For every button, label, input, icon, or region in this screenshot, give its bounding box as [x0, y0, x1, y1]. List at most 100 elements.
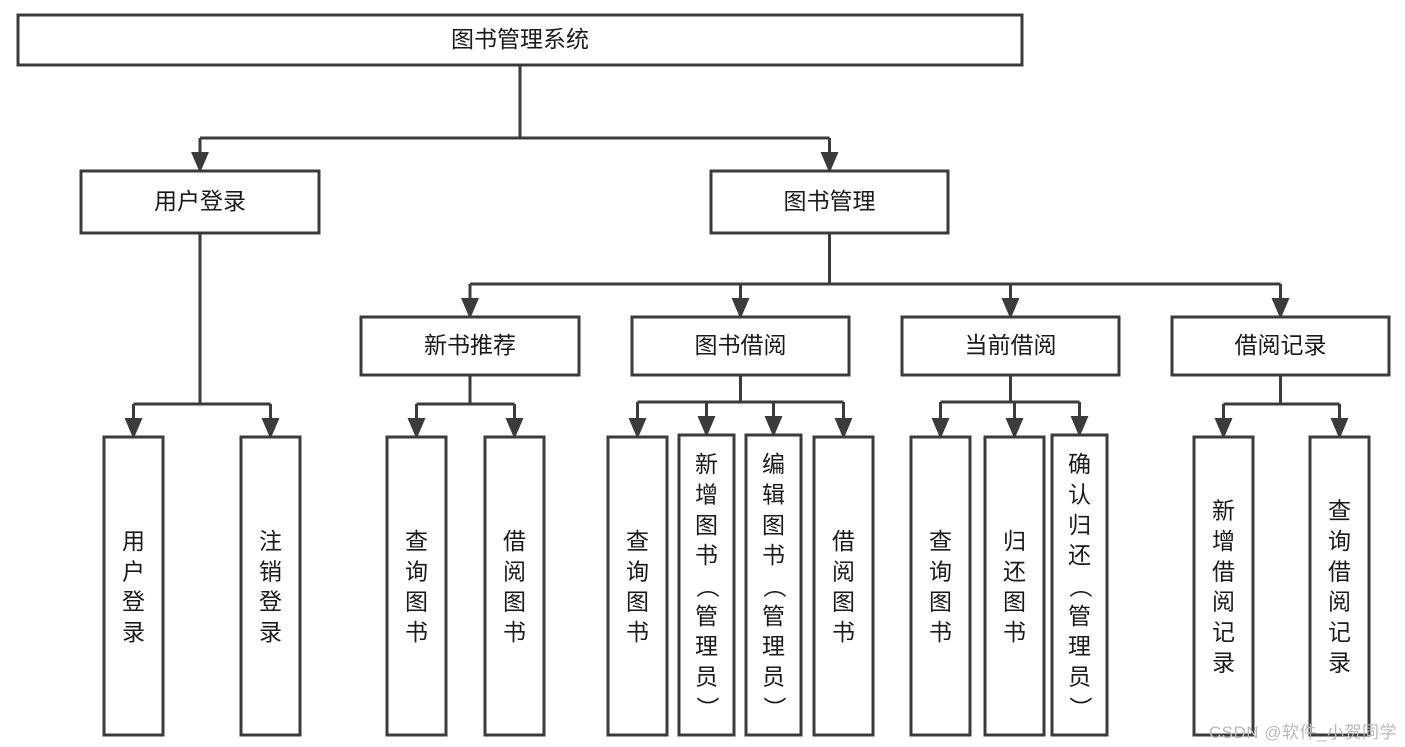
svg-text:新: 新 — [695, 451, 718, 477]
svg-text:图: 图 — [1003, 589, 1026, 615]
svg-text:用: 用 — [122, 528, 145, 554]
svg-text:询: 询 — [405, 558, 428, 584]
svg-text:还: 还 — [1003, 558, 1026, 584]
node-box — [359, 315, 581, 377]
node-box — [1192, 435, 1255, 737]
svg-text:新: 新 — [1212, 498, 1235, 524]
svg-text:询: 询 — [929, 558, 952, 584]
svg-text:借: 借 — [1328, 558, 1351, 584]
arrow-head-icon — [461, 298, 479, 319]
svg-text:阅: 阅 — [832, 558, 855, 584]
svg-text:图: 图 — [405, 589, 428, 615]
svg-text:增: 增 — [695, 481, 718, 507]
node-box — [909, 435, 972, 737]
svg-text:增: 增 — [1212, 528, 1235, 554]
arrow-head-icon — [261, 418, 280, 439]
arrow-head-icon — [1214, 418, 1233, 439]
arrow-head-icon — [505, 418, 524, 439]
svg-text:借: 借 — [503, 528, 526, 554]
node-book-borrow[interactable]: 图书借阅 — [630, 315, 851, 377]
svg-text:借: 借 — [832, 528, 855, 554]
node-borrow-record[interactable]: 借阅记录 — [1170, 315, 1391, 377]
node-box — [744, 433, 803, 737]
svg-text:查: 查 — [626, 528, 649, 554]
node-box — [606, 435, 669, 737]
svg-text:查: 查 — [929, 528, 952, 554]
connector-borrow-record-to-leaves — [1214, 375, 1349, 439]
svg-text:还: 还 — [1068, 542, 1091, 568]
svg-text:员: 员 — [762, 664, 785, 690]
svg-text:登: 登 — [122, 589, 145, 615]
svg-text:理: 理 — [695, 633, 718, 659]
node-box — [812, 435, 875, 737]
node-box — [385, 435, 448, 737]
node-box — [630, 315, 851, 377]
svg-text:阅: 阅 — [503, 558, 526, 584]
node-root[interactable]: 图书管理系统 — [16, 13, 1024, 67]
node-current-borrow[interactable]: 当前借阅 — [900, 315, 1121, 377]
svg-text:（: （ — [761, 575, 787, 598]
node-new-book-recommend[interactable]: 新书推荐 — [359, 315, 581, 377]
svg-text:）: ） — [761, 696, 787, 719]
connector-layer — [124, 65, 1349, 439]
node-box — [1170, 315, 1391, 377]
svg-text:登: 登 — [259, 589, 282, 615]
svg-text:编: 编 — [762, 451, 785, 477]
node-box — [483, 435, 546, 737]
node-box — [983, 435, 1046, 737]
svg-text:认: 认 — [1068, 481, 1091, 507]
arrow-head-icon — [191, 152, 209, 173]
svg-text:（: （ — [694, 575, 720, 598]
node-label: 新书推荐 — [424, 332, 516, 358]
node-user-login[interactable]: 用户登录 — [79, 169, 321, 235]
node-box — [1308, 435, 1371, 737]
svg-text:理: 理 — [1068, 633, 1091, 659]
node-label: 用户登录 — [154, 188, 246, 214]
svg-text:书: 书 — [695, 542, 718, 568]
svg-text:员: 员 — [695, 664, 718, 690]
connector-book-manage-to-level3 — [461, 233, 1290, 319]
connector-current-borrow-to-leaves — [931, 375, 1089, 439]
svg-text:录: 录 — [122, 619, 145, 645]
svg-text:录: 录 — [1328, 649, 1351, 675]
svg-text:书: 书 — [626, 619, 649, 645]
arrow-head-icon — [1001, 298, 1020, 319]
svg-text:图: 图 — [695, 512, 718, 538]
node-box — [239, 435, 302, 737]
arrow-head-icon — [931, 418, 950, 439]
svg-text:记: 记 — [1328, 619, 1351, 645]
svg-text:录: 录 — [1212, 649, 1235, 675]
node-box — [709, 169, 950, 235]
svg-text:归: 归 — [1003, 528, 1026, 554]
svg-text:图: 图 — [626, 589, 649, 615]
arrow-head-icon — [764, 416, 783, 437]
svg-text:录: 录 — [259, 619, 282, 645]
node-book-manage[interactable]: 图书管理 — [709, 169, 950, 235]
svg-text:）: ） — [694, 696, 720, 719]
arrow-head-icon — [628, 418, 647, 439]
node-leaf-user-login[interactable]: 用户登录 — [102, 435, 165, 737]
svg-text:记: 记 — [1212, 619, 1235, 645]
node-layer: 图书管理系统用户登录图书管理新书推荐图书借阅当前借阅借阅记录用户登录注销登录查询… — [16, 13, 1391, 737]
svg-text:（: （ — [1067, 575, 1093, 598]
